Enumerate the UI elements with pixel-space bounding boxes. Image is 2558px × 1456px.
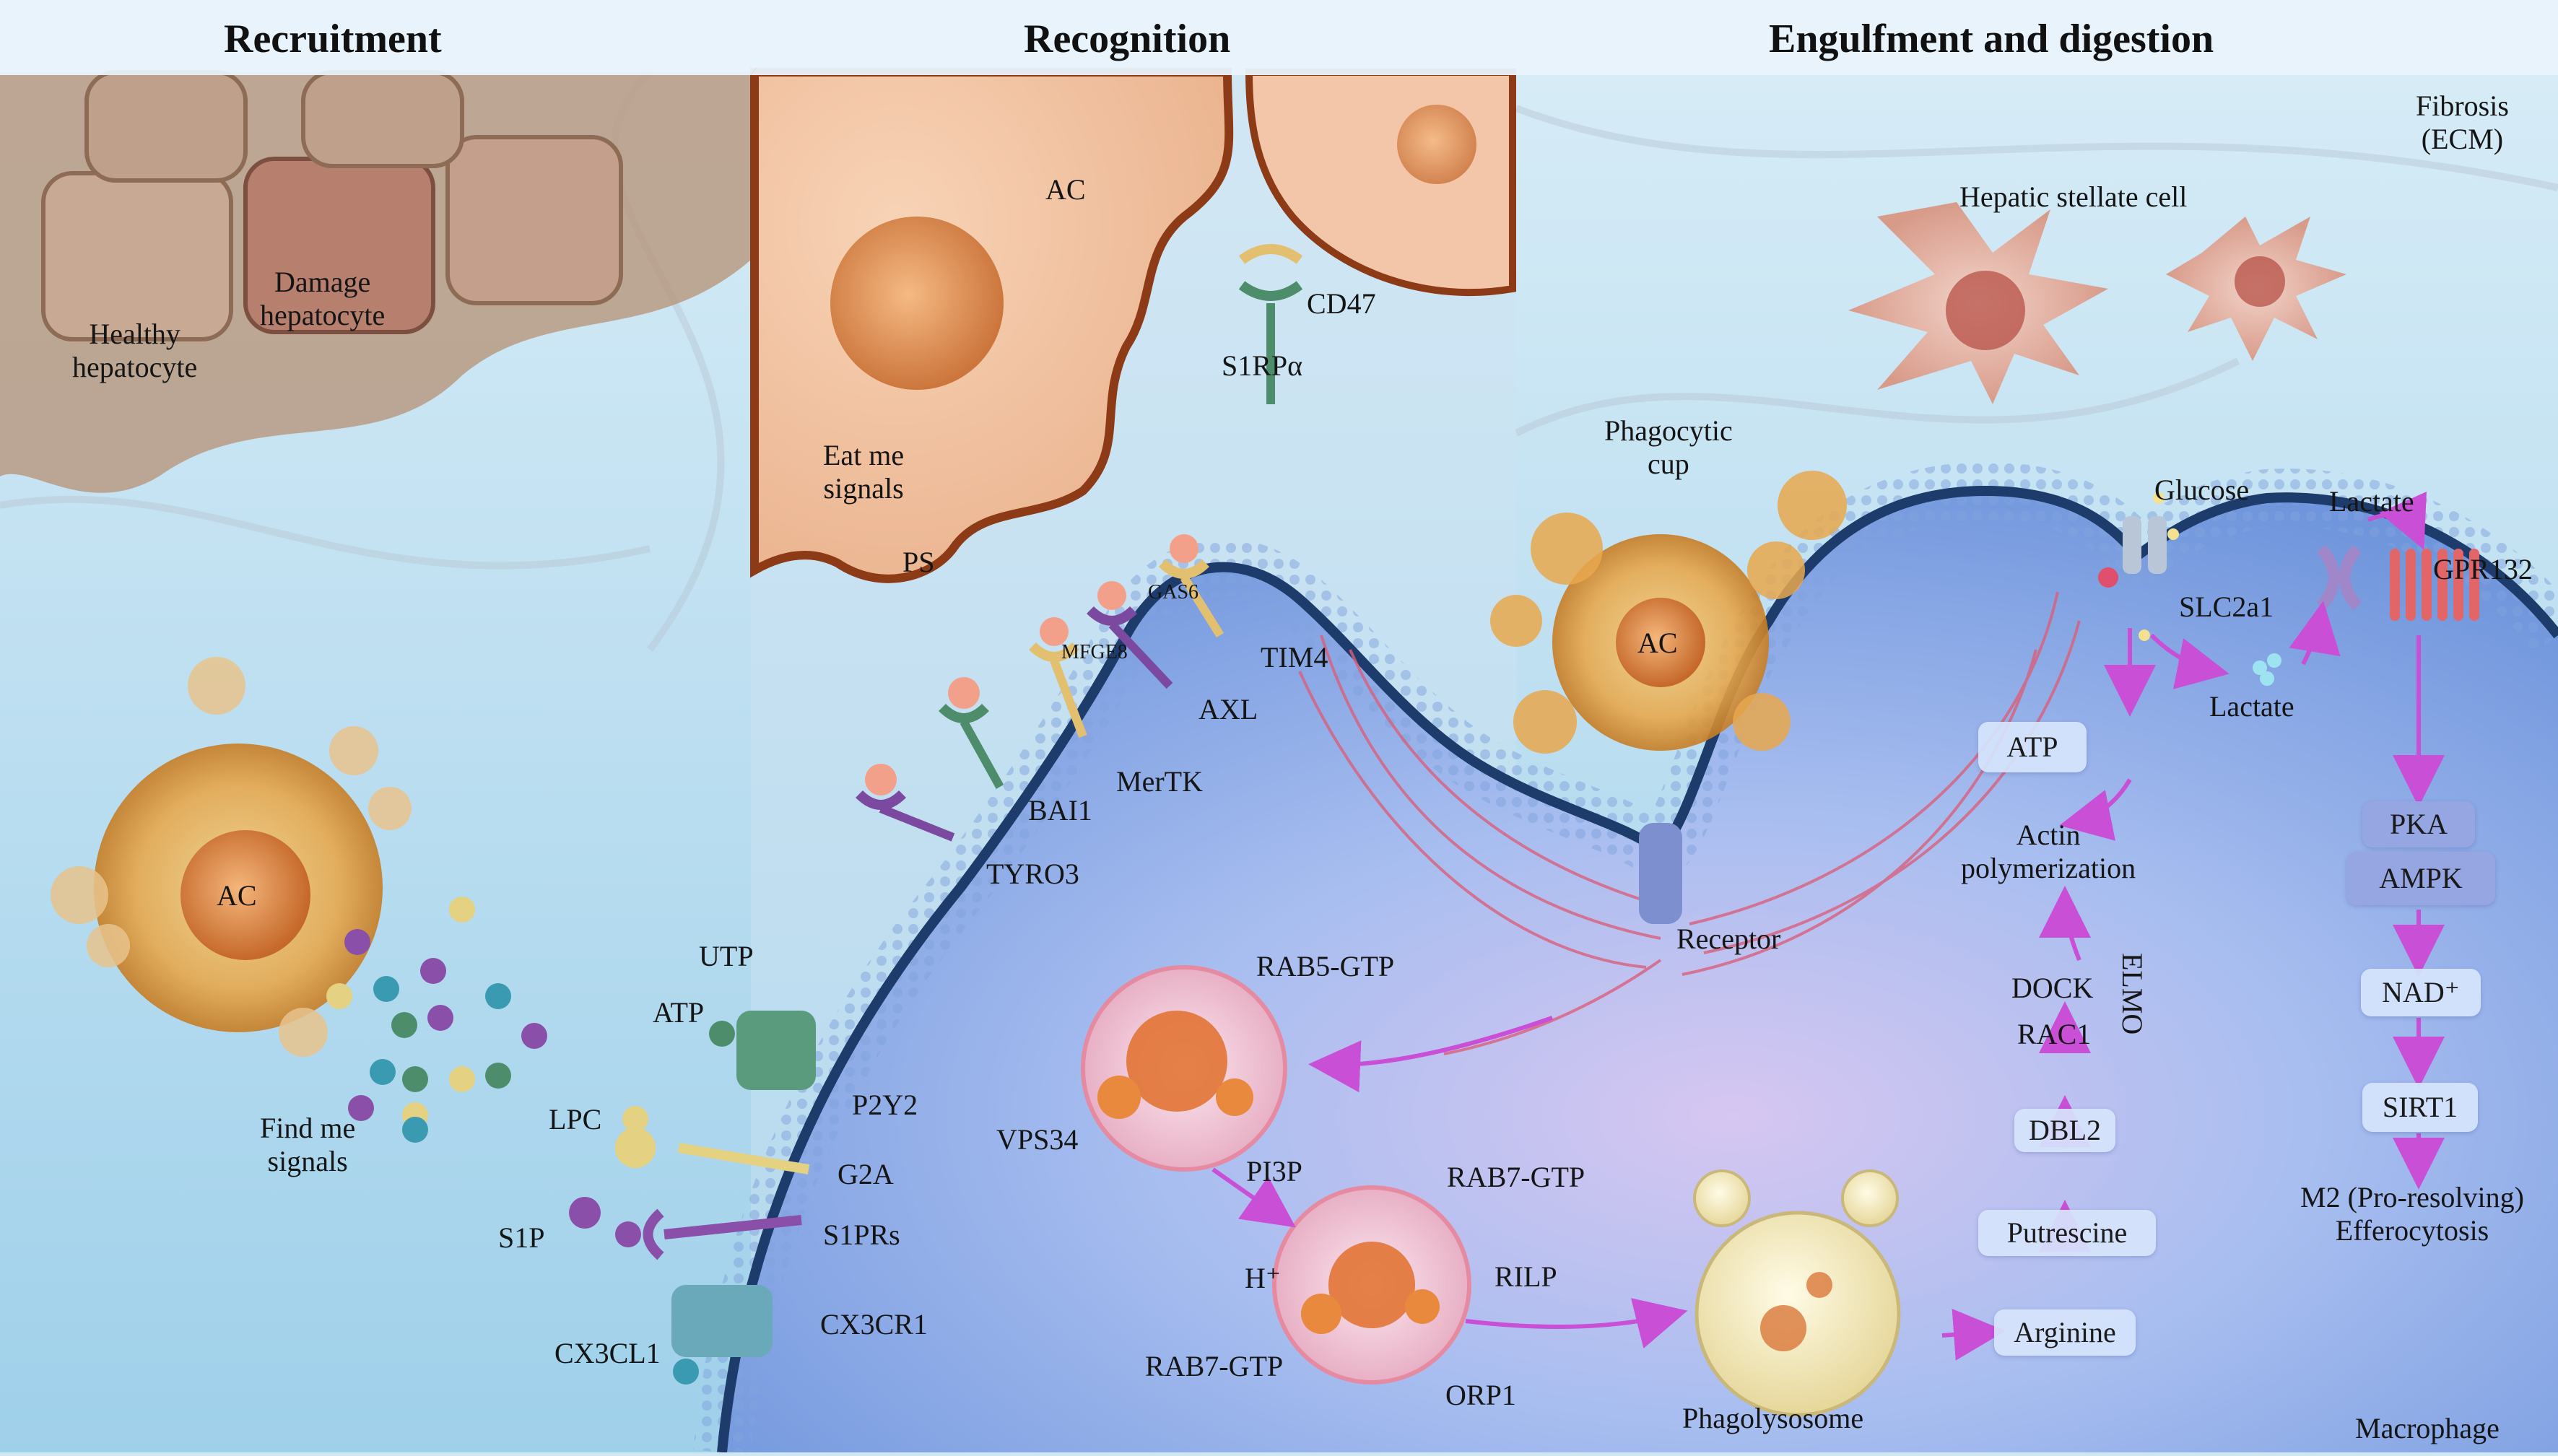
node-dbl2: DBL2	[2014, 1109, 2115, 1152]
label-s1rpa: S1RPα	[1222, 349, 1303, 382]
label-axl: AXL	[1198, 693, 1258, 725]
label-ps: PS	[902, 546, 935, 578]
recruitment-receptors	[569, 1011, 816, 1385]
find-me-molecules	[326, 897, 547, 1143]
label-orp1: ORP1	[1445, 1379, 1516, 1411]
label-healthy-hepatocyte: Healthy hepatocyte	[72, 318, 198, 383]
label-h-plus: H⁺	[1245, 1262, 1281, 1294]
label-pi3p: PI3P	[1246, 1155, 1302, 1187]
node-sirt1: SIRT1	[2362, 1083, 2478, 1132]
phagocytic-cup-ac	[1490, 471, 1847, 924]
label-tyro3: TYRO3	[986, 858, 1079, 890]
label-glucose: Glucose	[2154, 474, 2250, 506]
label-mfge8: MFGE8	[1061, 641, 1128, 663]
header-recruitment: Recruitment	[224, 17, 442, 61]
label-engulfment-ac: AC	[1637, 627, 1678, 659]
label-actin-polymerization: Actin polymerization	[1961, 819, 2136, 884]
label-lactate-top: Lactate	[2329, 485, 2414, 518]
node-putrescine: Putrescine	[1978, 1210, 2156, 1256]
label-tim4: TIM4	[1261, 641, 1328, 673]
label-recognition-ac: AC	[1045, 173, 1086, 206]
node-arginine: Arginine	[1994, 1309, 2136, 1356]
label-dock: DOCK	[2011, 972, 2094, 1004]
label-rab7-gtp-top: RAB7-GTP	[1447, 1161, 1585, 1193]
label-gas6: GAS6	[1148, 581, 1199, 603]
label-rab5-gtp: RAB5-GTP	[1256, 950, 1395, 982]
label-rab7-gtp-bottom: RAB7-GTP	[1145, 1350, 1284, 1382]
label-damage-hepatocyte: Damage hepatocyte	[260, 266, 386, 331]
label-s1p: S1P	[498, 1221, 545, 1254]
label-lactate-mid: Lactate	[2209, 690, 2294, 723]
label-mertk: MerTK	[1116, 765, 1203, 798]
node-ampk: AMPK	[2346, 852, 2495, 905]
label-m2-efferocytosis: M2 (Pro-resolving) Efferocytosis	[2300, 1181, 2524, 1247]
recruitment-apoptotic-cell	[51, 657, 412, 1057]
label-macrophage: Macrophage	[2355, 1412, 2500, 1444]
label-s1prs: S1PRs	[823, 1219, 900, 1251]
label-phagocytic-cup: Phagocytic cup	[1604, 414, 1733, 480]
second-ac-nucleus	[1397, 105, 1476, 184]
label-atp-recruitment: ATP	[653, 996, 705, 1029]
label-cd47: CD47	[1307, 287, 1376, 320]
header-engulfment: Engulfment and digestion	[1769, 17, 2214, 61]
label-cx3cr1: CX3CR1	[820, 1308, 928, 1341]
node-nad: NAD⁺	[2361, 969, 2481, 1016]
recognition-receptors	[856, 244, 1303, 842]
label-find-me-signals: Find me signals	[260, 1112, 356, 1177]
label-rilp: RILP	[1495, 1260, 1557, 1293]
label-gpr132: GPR132	[2433, 553, 2533, 585]
label-cx3cl1: CX3CL1	[554, 1337, 661, 1369]
label-bai1: BAI1	[1028, 794, 1092, 827]
node-pka: PKA	[2362, 801, 2475, 847]
node-atp: ATP	[1978, 722, 2087, 772]
label-phagolysosome: Phagolysosome	[1682, 1402, 1864, 1434]
hepatic-stellate-cells	[1848, 202, 2346, 404]
label-p2y2: P2Y2	[852, 1089, 918, 1121]
phagosome-vesicles	[1081, 965, 1901, 1417]
label-rac1: RAC1	[2017, 1018, 2092, 1050]
pathway-arrows	[1211, 492, 2445, 1361]
label-g2a: G2A	[838, 1158, 894, 1190]
label-fibrosis: Fibrosis (ECM)	[2416, 90, 2509, 155]
header-band	[0, 0, 2558, 75]
label-vps34: VPS34	[996, 1123, 1079, 1156]
label-elmo: ELMO	[2116, 953, 2149, 1035]
label-utp: UTP	[699, 940, 754, 972]
recognition-ac-nucleus	[830, 217, 1004, 390]
label-slc2a1: SLC2a1	[2179, 590, 2274, 623]
label-hepatic-stellate-cell: Hepatic stellate cell	[1959, 180, 2188, 213]
label-eat-me-signals: Eat me signals	[823, 439, 905, 505]
label-recruitment-ac: AC	[217, 879, 257, 912]
actin-filaments	[1298, 591, 2081, 1055]
metabolic-transporters	[2098, 492, 2479, 686]
header-recognition: Recognition	[1024, 17, 1231, 61]
label-lpc: LPC	[549, 1103, 602, 1135]
label-receptor: Receptor	[1676, 923, 1781, 955]
